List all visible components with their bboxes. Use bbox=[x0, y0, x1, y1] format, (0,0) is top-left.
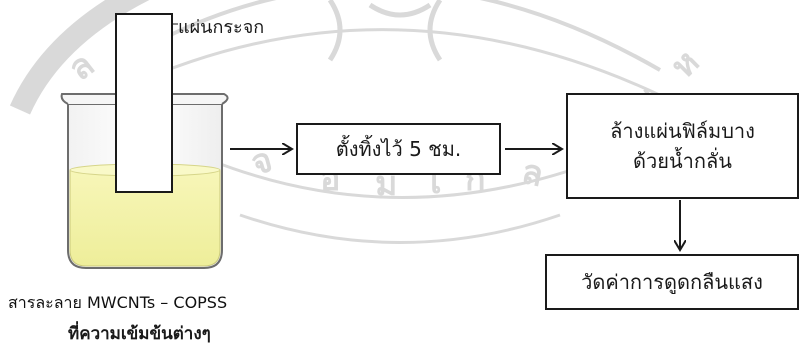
svg-text:เ: เ bbox=[430, 162, 442, 202]
step-box-rinse-film: ล้างแผ่นฟิล์มบาง ด้วยน้ำกลั่น bbox=[566, 93, 799, 199]
step-3-text: วัดค่าการดูดกลืนแสง bbox=[581, 270, 763, 294]
glass-slide bbox=[115, 13, 173, 193]
step-1-text: ตั้งทิ้งไว้ 5 ชม. bbox=[335, 137, 462, 161]
step-box-measure-absorbance: วัดค่าการดูดกลืนแสง bbox=[545, 254, 799, 310]
glass-slide-label: แผ่นกระจก bbox=[178, 17, 265, 38]
step-box-stand-5-hours: ตั้งทิ้งไว้ 5 ชม. bbox=[296, 123, 501, 175]
solution-label: สารละลาย MWCNTs – COPSS bbox=[8, 293, 228, 312]
concentration-label: ที่ความเข้มข้นต่างๆ bbox=[68, 324, 211, 344]
step-2-text-line-2: ด้วยน้ำกลั่น bbox=[633, 149, 732, 173]
step-2-text-line-1: ล้างแผ่นฟิล์มบาง bbox=[610, 119, 755, 143]
